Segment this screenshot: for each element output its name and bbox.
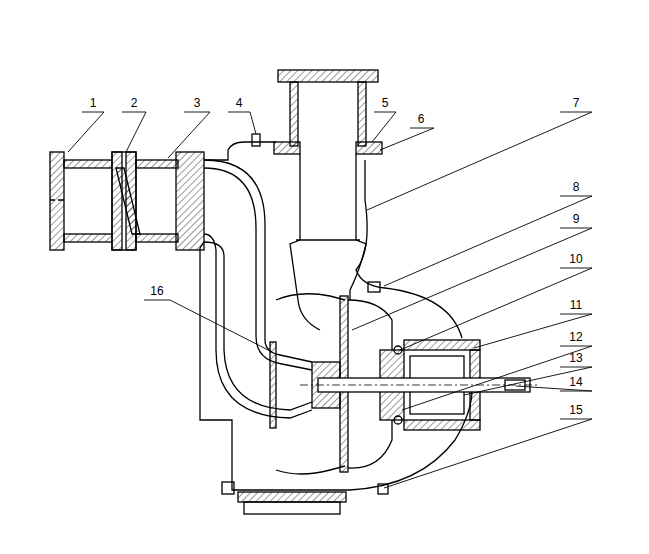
callout-number: 7 — [572, 96, 581, 110]
callout-number: 16 — [149, 284, 164, 298]
callout-number: 5 — [381, 96, 390, 110]
callout-number: 9 — [572, 212, 581, 226]
callout-number: 12 — [568, 330, 583, 344]
callout-number: 13 — [568, 351, 583, 365]
callout-number: 14 — [568, 375, 583, 389]
callout-number: 11 — [569, 298, 583, 312]
callout-number: 4 — [235, 96, 244, 110]
callout-number: 10 — [568, 252, 583, 266]
callout-number: 2 — [130, 96, 139, 110]
callout-number: 1 — [89, 96, 98, 110]
callout-number: 8 — [572, 180, 581, 194]
pump-outline — [50, 70, 540, 514]
callout-number: 15 — [568, 403, 583, 417]
leader-lines — [68, 112, 592, 488]
callout-number: 6 — [417, 112, 426, 126]
callout-number: 3 — [193, 96, 202, 110]
